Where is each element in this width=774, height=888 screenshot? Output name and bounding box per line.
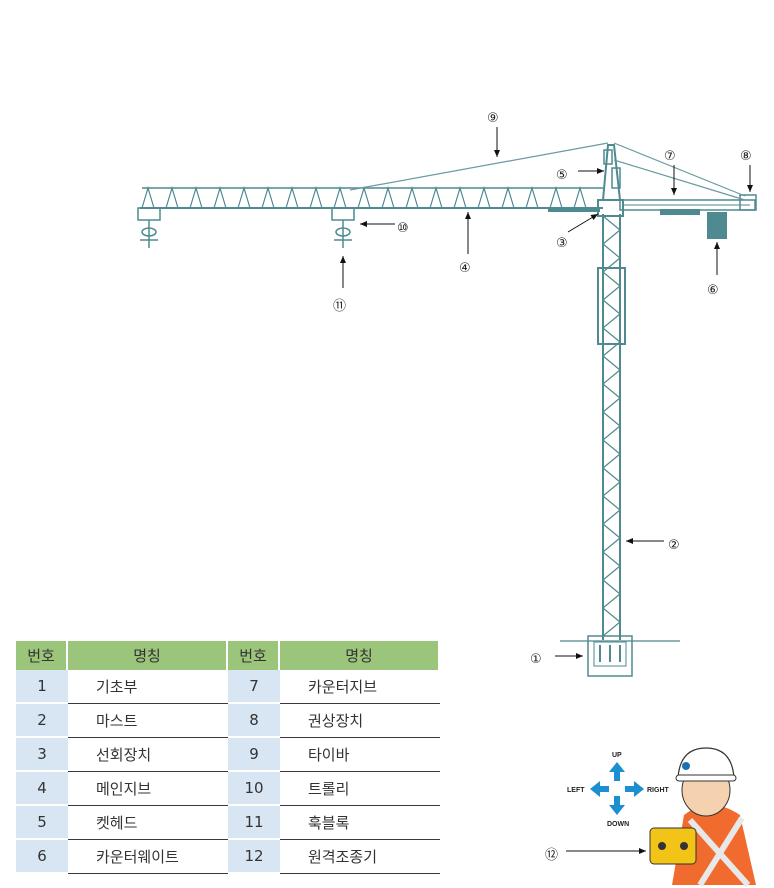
callout-6: ⑥ (707, 283, 719, 298)
row-num: 4 (16, 772, 68, 806)
callout-7: ⑦ (664, 149, 676, 164)
mast (597, 214, 626, 640)
left-label: LEFT (567, 787, 585, 794)
table-row: 2 마스트 8 권상장치 (16, 704, 440, 738)
foundation (560, 635, 680, 677)
counter-jib (619, 194, 757, 215)
header-num-1: 번호 (16, 641, 68, 670)
callout-4: ④ (459, 261, 471, 276)
row-num: 1 (16, 670, 68, 704)
remote-controller-icon (649, 827, 697, 865)
header-num-2: 번호 (228, 641, 280, 670)
table-row: 1 기초부 7 카운터지브 (16, 670, 440, 704)
table-row: 4 메인지브 10 트롤리 (16, 772, 440, 806)
row-name: 기초부 (68, 670, 228, 704)
row-name: 트롤리 (280, 772, 440, 806)
callout-11: ⑪ (333, 299, 346, 314)
trolley (137, 207, 355, 248)
row-name: 훅블록 (280, 806, 440, 840)
counterweight (707, 212, 727, 239)
row-name: 메인지브 (68, 772, 228, 806)
arrow-left-icon (590, 781, 609, 797)
row-num: 2 (16, 704, 68, 738)
right-label: RIGHT (647, 787, 670, 794)
callout-5: ⑤ (556, 168, 568, 183)
table-header: 번호 명칭 번호 명칭 (16, 641, 440, 670)
row-num: 11 (228, 806, 280, 840)
row-num: 10 (228, 772, 280, 806)
callout-12: ⑫ (545, 848, 558, 863)
row-name: 타이바 (280, 738, 440, 772)
row-num: 9 (228, 738, 280, 772)
tie-bars (349, 142, 746, 201)
direction-arrows: UP DOWN LEFT RIGHT (567, 752, 670, 828)
callout-3: ③ (556, 236, 568, 251)
row-name: 켓헤드 (68, 806, 228, 840)
callout-8: ⑧ (740, 149, 752, 164)
slewing-unit (597, 144, 624, 217)
up-label: UP (612, 752, 622, 759)
down-label: DOWN (607, 821, 629, 828)
hook-block (334, 220, 352, 248)
table-row: 5 켓헤드 11 훅블록 (16, 806, 440, 840)
row-name: 마스트 (68, 704, 228, 738)
callout-1: ① (530, 652, 542, 667)
arrow-down-icon (609, 796, 625, 815)
row-name: 카운터웨이트 (68, 840, 228, 874)
row-num: 3 (16, 738, 68, 772)
operator-illustration (649, 747, 756, 887)
row-num: 5 (16, 806, 68, 840)
header-name-1: 명칭 (68, 641, 228, 670)
row-num: 6 (16, 840, 68, 874)
callout-arrows (340, 127, 753, 854)
main-jib (140, 185, 603, 212)
callout-9: ⑨ (487, 111, 499, 126)
row-name: 카운터지브 (280, 670, 440, 704)
arrow-right-icon (625, 781, 644, 797)
arrow-up-icon (609, 762, 625, 781)
row-num: 12 (228, 840, 280, 874)
row-name: 원격조종기 (280, 840, 440, 874)
row-name: 권상장치 (280, 704, 440, 738)
header-name-2: 명칭 (280, 641, 440, 670)
table-row: 3 선회장치 9 타이바 (16, 738, 440, 772)
callout-2: ② (668, 538, 680, 553)
callout-10: ⑩ (397, 221, 409, 236)
row-num: 7 (228, 670, 280, 704)
callout-labels: ① ② ③ ④ ⑤ ⑥ ⑦ ⑧ ⑨ ⑩ ⑪ ⑫ (333, 111, 752, 863)
row-num: 8 (228, 704, 280, 738)
row-name: 선회장치 (68, 738, 228, 772)
table-row: 6 카운터웨이트 12 원격조종기 (16, 840, 440, 874)
parts-table: 번호 명칭 번호 명칭 1 기초부 7 카운터지브 2 마스트 8 권상장치 3… (16, 641, 440, 874)
